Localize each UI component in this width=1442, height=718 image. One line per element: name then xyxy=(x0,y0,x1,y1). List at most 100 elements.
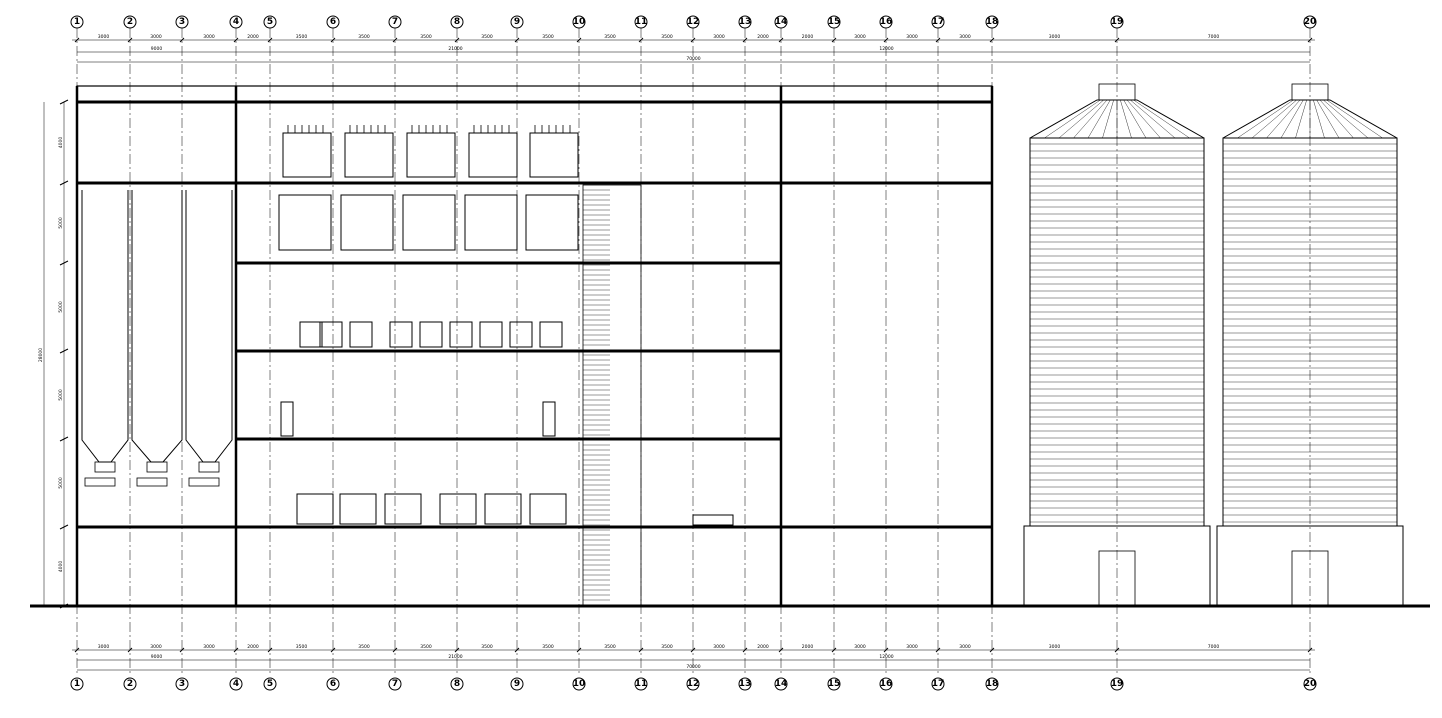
bran-finisher-body xyxy=(439,493,477,525)
dim-label: 7000 xyxy=(1208,644,1220,650)
purifier xyxy=(529,125,579,178)
dim-label: 3500 xyxy=(542,644,554,650)
bran-finisher xyxy=(296,493,334,525)
grid-number: 17 xyxy=(932,679,945,689)
group-dim-label: 21000 xyxy=(448,654,462,660)
dim-tick xyxy=(831,37,837,43)
dim-tick xyxy=(59,436,69,442)
grid-labels: 1122334455667788991010111112121313141415… xyxy=(70,15,1317,691)
dim-tick xyxy=(778,37,784,43)
roof-rib xyxy=(1087,99,1111,139)
dim-label: 3500 xyxy=(420,34,432,40)
dim-tick xyxy=(179,37,185,43)
dim-label: 2000 xyxy=(757,34,769,40)
grid-bubble-top xyxy=(634,15,648,29)
roof-rib xyxy=(1313,99,1325,139)
dim-tick xyxy=(454,37,460,43)
roof-rib xyxy=(1295,99,1307,139)
dim-tick xyxy=(576,37,582,43)
grid-bubble-bottom xyxy=(774,677,788,691)
fan-body xyxy=(542,401,556,437)
grid-bubble-bottom xyxy=(70,677,84,691)
grid-number: 5 xyxy=(267,679,273,689)
group-dim-label: 9000 xyxy=(151,654,163,660)
dim-label: 3000 xyxy=(150,34,162,40)
height-dim-label: 5000 xyxy=(58,477,64,489)
grid-bubble-top xyxy=(123,15,137,29)
grid-number: 11 xyxy=(635,17,648,27)
grid-number: 18 xyxy=(986,17,999,27)
dim-label: 3500 xyxy=(481,34,493,40)
dim-tick xyxy=(74,37,80,43)
grid-number: 12 xyxy=(687,17,700,27)
grid-number: 18 xyxy=(986,679,999,689)
dim-tick xyxy=(267,647,273,653)
dim-tick xyxy=(638,647,644,653)
roller-mill-body xyxy=(278,194,332,251)
sifter-body xyxy=(509,321,533,348)
dim-tick xyxy=(1307,647,1313,653)
sifter-body xyxy=(539,321,563,348)
grid-number: 4 xyxy=(233,17,239,27)
grid-number: 14 xyxy=(775,679,788,689)
group-dim-label: 21000 xyxy=(448,46,462,52)
dim-label: 3000 xyxy=(713,34,725,40)
grid-bubble-bottom xyxy=(572,677,586,691)
total-height-label: 28000 xyxy=(38,348,44,362)
dim-tick xyxy=(59,260,69,266)
sifter-body xyxy=(389,321,413,348)
grid-bubble-top xyxy=(985,15,999,29)
grid-number: 4 xyxy=(233,679,239,689)
total-dim-label: 70000 xyxy=(686,56,700,62)
dim-label: 2000 xyxy=(757,644,769,650)
bran-finisher-body xyxy=(296,493,334,525)
grid-bubble-top xyxy=(70,15,84,29)
sifter-body xyxy=(319,321,343,348)
roof-rib xyxy=(1319,99,1354,139)
grid-number: 3 xyxy=(179,679,185,689)
dim-label: 3500 xyxy=(296,644,308,650)
grid-bubble-bottom xyxy=(229,677,243,691)
dim-tick xyxy=(59,603,69,609)
roof-rib xyxy=(1251,99,1297,139)
dim-label: 3500 xyxy=(604,644,616,650)
staircase xyxy=(582,184,642,607)
grid-bubble-bottom xyxy=(985,677,999,691)
dim-label: 2000 xyxy=(802,644,814,650)
dim-tick xyxy=(267,37,273,43)
grid-number: 19 xyxy=(1111,17,1124,27)
grid-number: 1 xyxy=(74,679,80,689)
sifter xyxy=(319,321,343,348)
dim-tick xyxy=(831,647,837,653)
roller-mill-body xyxy=(340,194,394,251)
dim-tick xyxy=(74,647,80,653)
roller-mill xyxy=(402,194,456,251)
grid-number: 16 xyxy=(880,679,893,689)
grid-number: 16 xyxy=(880,17,893,27)
roof-rib xyxy=(1073,99,1108,139)
dim-label: 3000 xyxy=(854,644,866,650)
roof-rib xyxy=(1133,99,1190,139)
sifter xyxy=(419,321,443,348)
sifter xyxy=(349,321,373,348)
grid-bubble-top xyxy=(1303,15,1317,29)
roof-rib xyxy=(1120,99,1132,139)
sifter xyxy=(449,321,473,348)
grid-bubble-top xyxy=(1110,15,1124,29)
bran-finisher-body xyxy=(484,493,522,525)
storage-bin xyxy=(131,190,183,487)
group-dim-label: 12000 xyxy=(879,46,893,52)
grid-bubble-top xyxy=(326,15,340,29)
bran-finisher xyxy=(384,493,422,525)
dim-label: 3500 xyxy=(481,644,493,650)
dim-tick xyxy=(690,37,696,43)
sifter xyxy=(509,321,533,348)
bin-feeder xyxy=(146,461,168,473)
dim-tick xyxy=(233,37,239,43)
height-dim-label: 5000 xyxy=(58,217,64,229)
grid-bubble-bottom xyxy=(1110,677,1124,691)
storage-bin xyxy=(81,190,129,487)
roof-rib xyxy=(1126,99,1161,139)
